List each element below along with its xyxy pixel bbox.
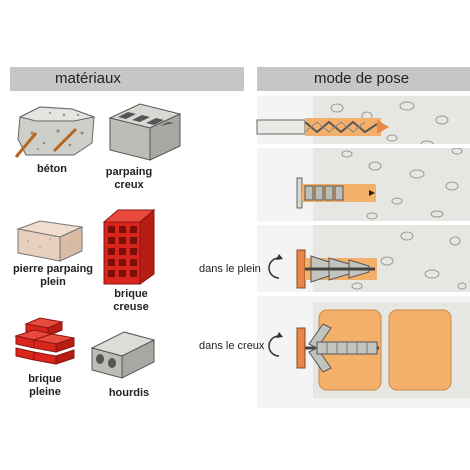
material-label-hourdis: hourdis	[108, 387, 150, 399]
creux-label: dans le creux	[199, 340, 265, 352]
material-label-brique-creuse: brique creuse	[113, 288, 149, 313]
hourdis-illustration	[90, 331, 156, 379]
material-label-parpaing-creux: parpaing creux	[105, 166, 153, 191]
beton-illustration	[14, 106, 96, 158]
mode-header: mode de pose	[257, 67, 470, 91]
drill-step	[256, 118, 389, 136]
materials-header: matériaux	[10, 67, 244, 91]
plug-insert-step	[296, 177, 376, 209]
pierre-illustration	[16, 220, 84, 262]
materials-title: matériaux	[55, 70, 121, 87]
brique-pleine-illustration	[14, 317, 75, 365]
plein-step	[268, 249, 377, 289]
mode-title: mode de pose	[314, 70, 410, 87]
material-label-beton: béton	[37, 163, 67, 175]
creux-step	[268, 323, 379, 373]
plein-label: dans le plein	[199, 263, 261, 275]
brique-creuse-illustration	[102, 208, 156, 285]
material-label-pierre: pierre parpaing plein	[12, 263, 94, 288]
parpaing-creux-illustration	[108, 103, 182, 161]
material-label-brique-pleine: brique pleine	[28, 373, 62, 398]
